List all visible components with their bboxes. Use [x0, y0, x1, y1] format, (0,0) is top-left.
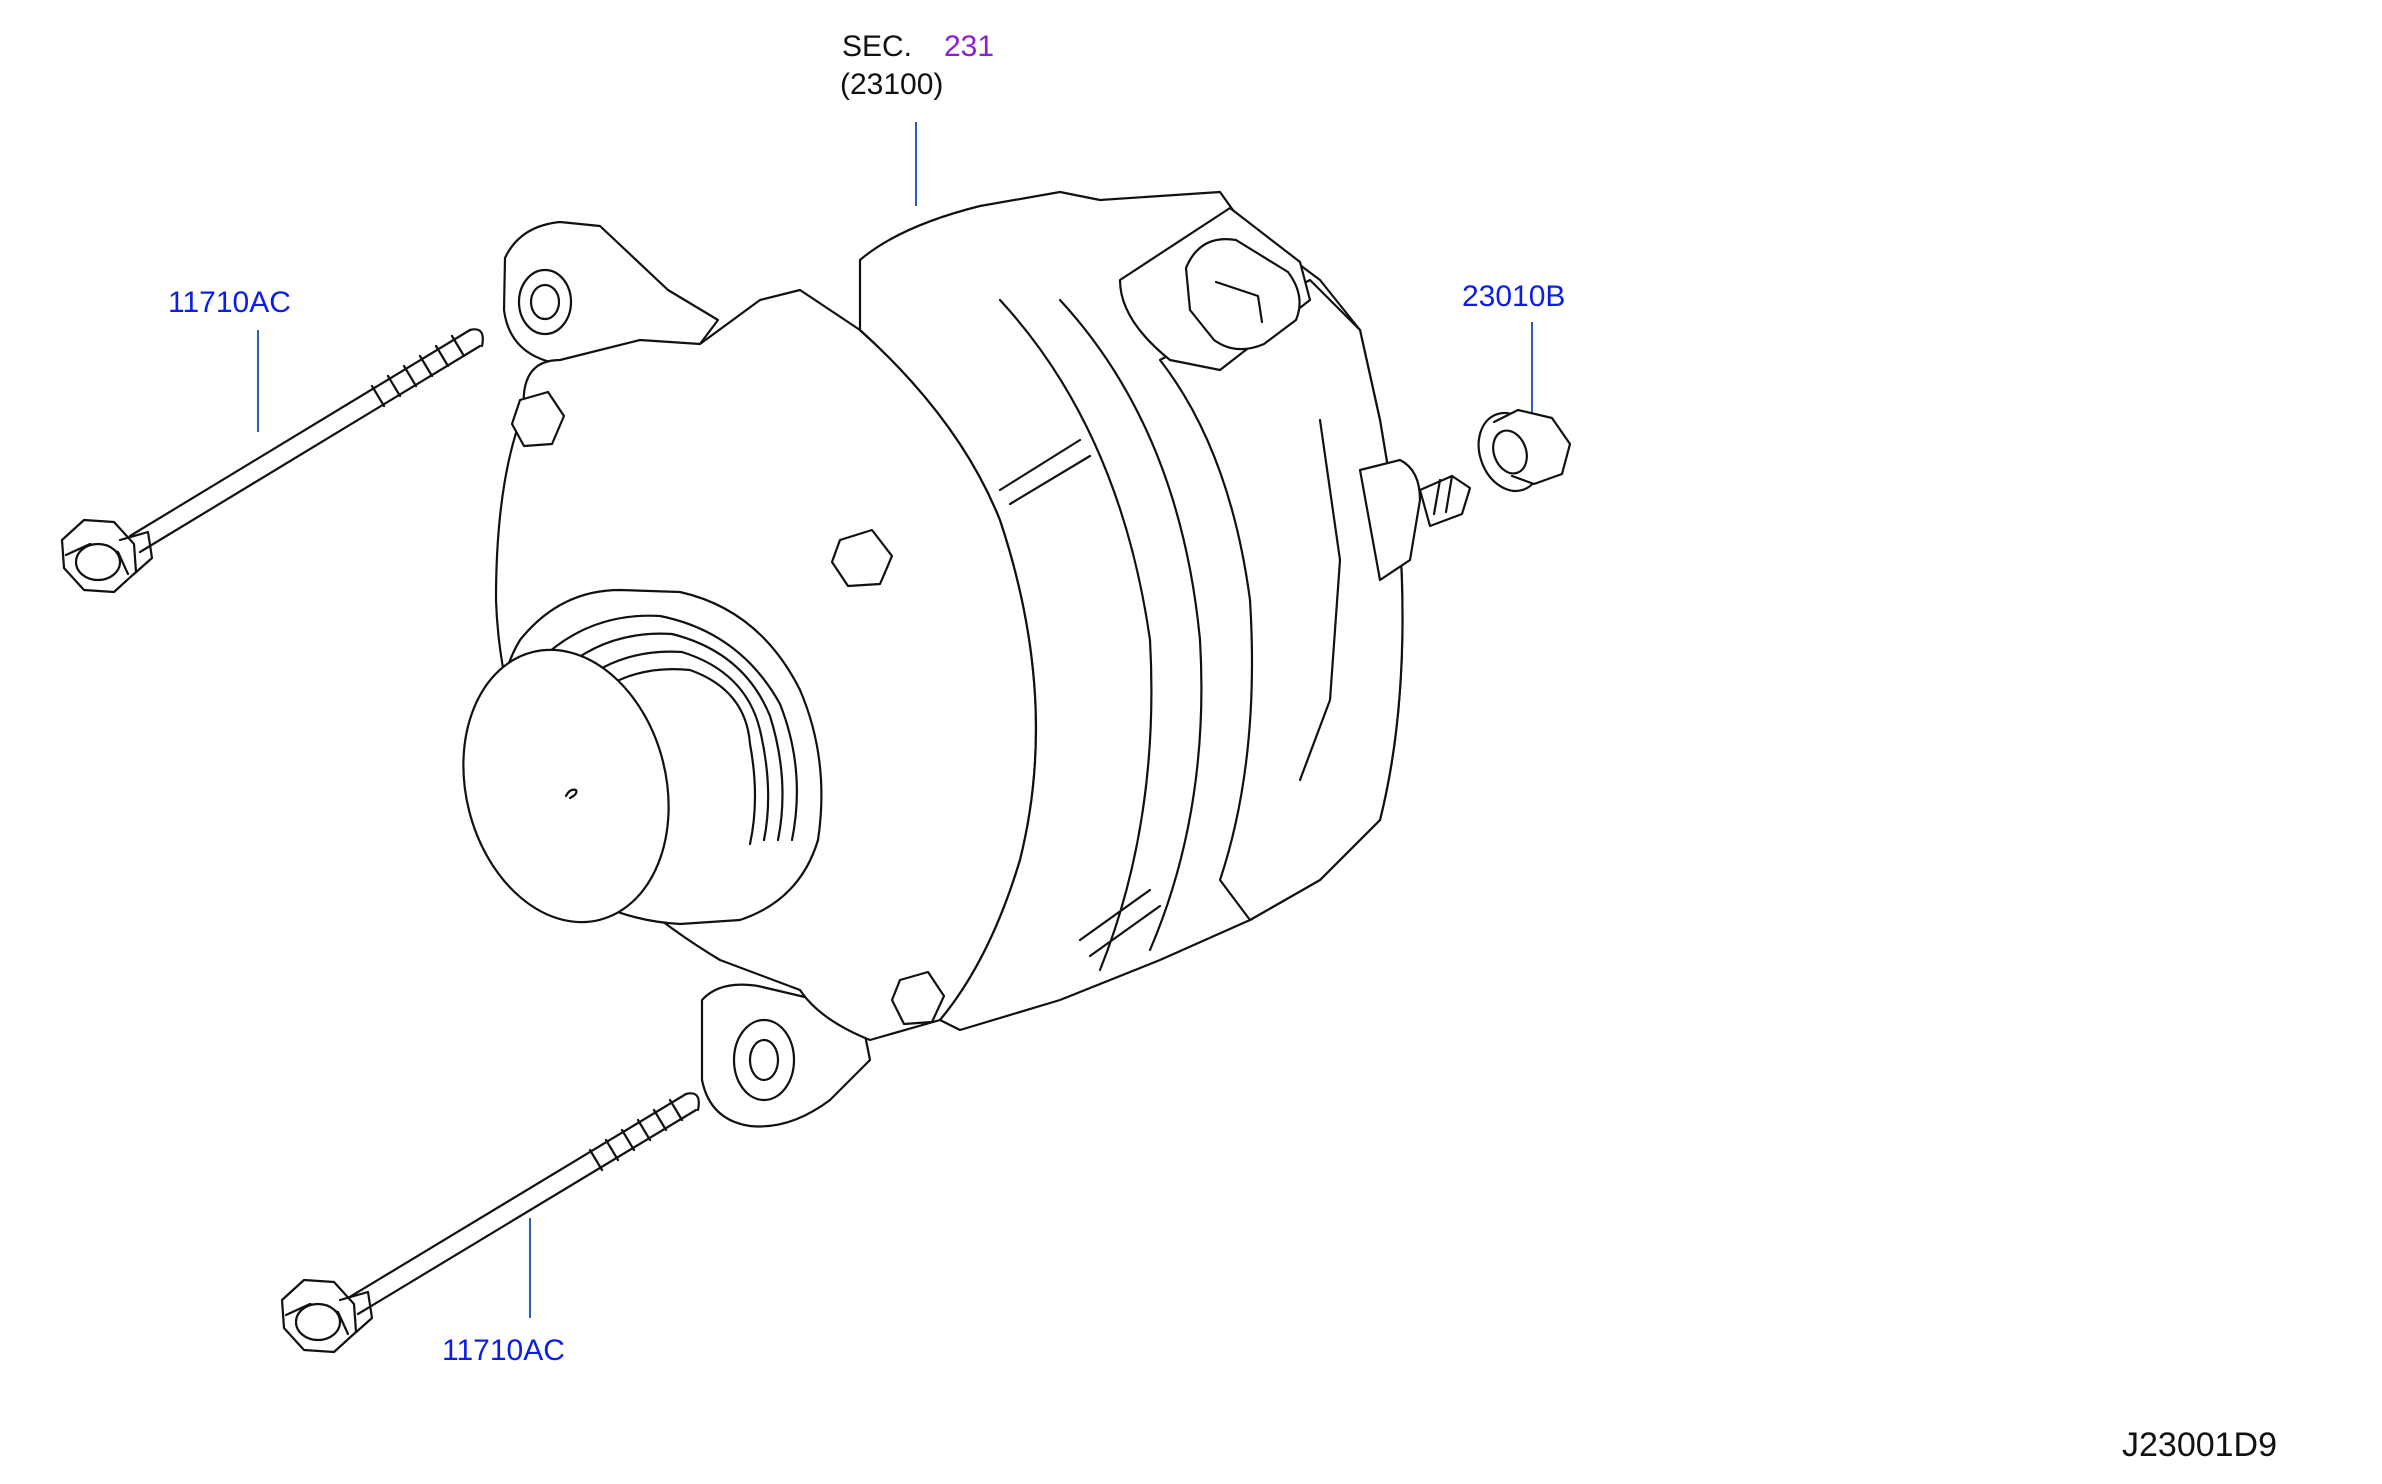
part-label-bolt-upper[interactable]: 11710AC: [168, 286, 291, 319]
part-label-bolt-lower[interactable]: 11710AC: [442, 1334, 565, 1367]
lower-bolt-drawing: [280, 1092, 700, 1354]
diagram-code: J23001D9: [2122, 1426, 2278, 1464]
section-label: SEC.: [842, 30, 913, 63]
alternator-drawing: [462, 190, 1472, 1128]
upper-bolt-drawing: [60, 328, 484, 594]
part-label-nut[interactable]: 23010B: [1462, 280, 1566, 313]
section-subpart: (23100): [840, 68, 944, 101]
flange-nut-drawing: [1477, 408, 1572, 493]
section-number-link[interactable]: 231: [944, 30, 995, 63]
